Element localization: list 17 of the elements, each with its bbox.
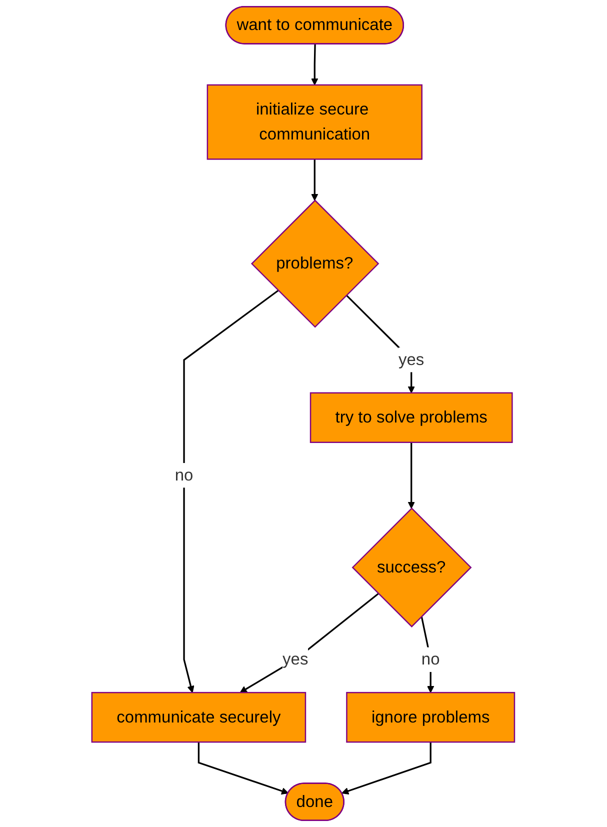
arrow (342, 742, 432, 794)
arrow (240, 593, 380, 693)
node-diamond: success? (352, 507, 472, 628)
edge-label: no (175, 466, 194, 484)
node-box: initialize secure communication (207, 84, 423, 160)
arrow (408, 442, 416, 509)
arrow (184, 290, 280, 693)
edge-label: yes (398, 350, 424, 369)
node-box: communicate securely (92, 692, 306, 743)
edge-label: yes (282, 650, 309, 669)
arrow (311, 44, 319, 86)
node-box: try to solve problems (310, 392, 514, 443)
arrow (311, 159, 319, 201)
arrow (198, 742, 289, 795)
edge-label: no (422, 650, 440, 669)
node-diamond: problems? (251, 200, 380, 328)
node-box: ignore problems (346, 692, 516, 743)
